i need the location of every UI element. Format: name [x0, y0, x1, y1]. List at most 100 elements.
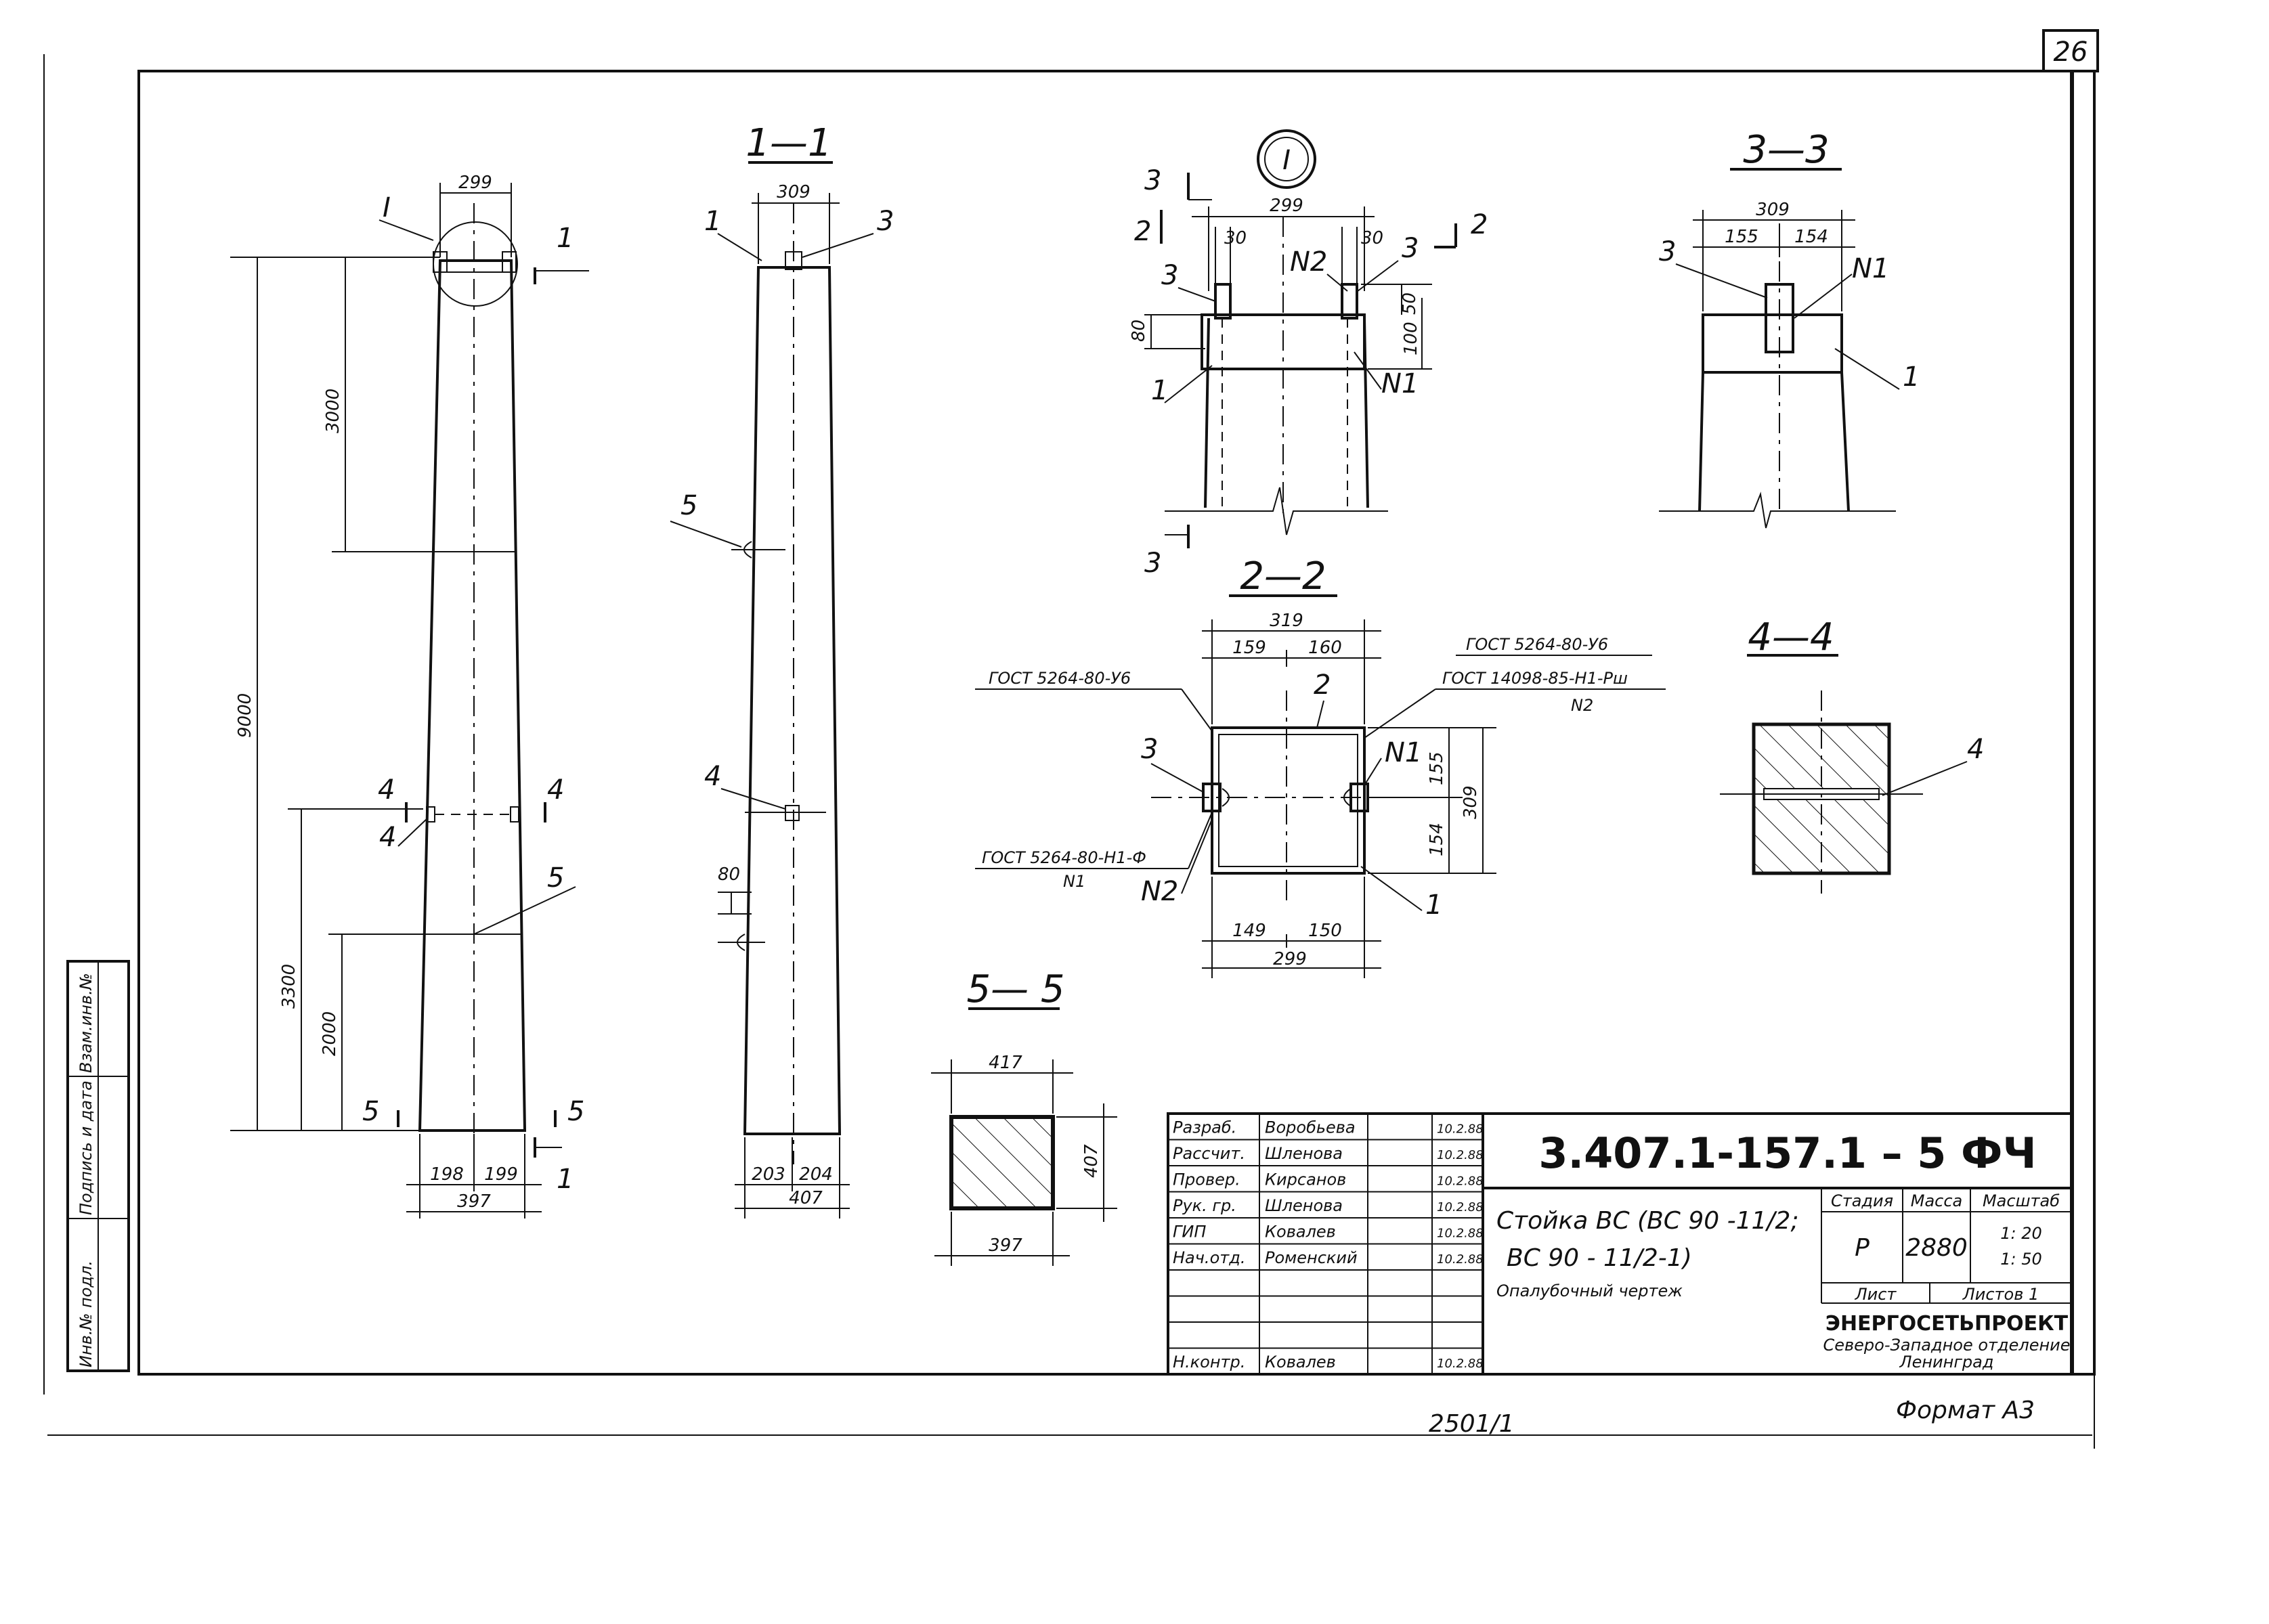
- title-block-person: Шленова: [1265, 1144, 1343, 1163]
- title-block-role: Нач.отд.: [1173, 1248, 1245, 1267]
- title-block-stage-header: Стадия: [1831, 1191, 1893, 1210]
- elev-section-1-top: 1: [557, 223, 574, 254]
- section-2-2-part-2: 2: [1314, 670, 1331, 701]
- section-2-2-top-right: 160: [1308, 638, 1342, 658]
- elev-part-5: 5: [547, 862, 564, 894]
- elev-top-width: 299: [458, 173, 492, 193]
- section-2-2-gost-left-top: ГОСТ 5264-80-У6: [989, 669, 1131, 688]
- title-block-person: Кирсанов: [1265, 1170, 1346, 1189]
- title-block-designation: 3.407.1-157.1 – 5 ФЧ: [1538, 1128, 2036, 1178]
- detail-I-dim-80: 80: [1129, 320, 1149, 342]
- detail-I-section-3-bottom: 3: [1144, 548, 1161, 579]
- section-4-4-part-4: 4: [1967, 734, 1984, 765]
- detail-callout-circle: [433, 221, 518, 307]
- title-block-org: ЭНЕРГОСЕТЬПРОЕКТ: [1825, 1312, 2069, 1336]
- elev-section-4-right: 4: [547, 774, 564, 806]
- detail-I: I 299 30 30 80 50 100: [1129, 129, 1488, 579]
- sheet-number: 26: [2054, 37, 2088, 68]
- section-3-3-title: 3—3: [1743, 128, 1829, 172]
- section-3-3: 3—3 309 155 154 3 N1 1: [1659, 128, 1920, 529]
- section-2-2-right-top: 155: [1427, 751, 1447, 785]
- detail-I-left-30: 30: [1224, 228, 1247, 248]
- section-3-3-part-1: 1: [1903, 361, 1920, 393]
- title-block-date: 10.2.88: [1437, 1227, 1484, 1241]
- detail-I-dim-50: 50: [1400, 292, 1420, 315]
- section-1-1-bottom-right: 204: [799, 1164, 833, 1185]
- elev-bottom-right: 199: [484, 1164, 518, 1185]
- title-block-role: Провер.: [1173, 1170, 1240, 1189]
- elevation-view: I 299 1 9000 3000 3300 2000 4 4 4: [230, 173, 589, 1219]
- side-stamp: Инв.№ подл. Подпись и дата Взам.инв.№: [66, 960, 130, 1372]
- elev-bottom-total: 397: [457, 1191, 491, 1212]
- section-2-2-right-bottom: 154: [1427, 822, 1447, 856]
- elev-section-4-left: 4: [378, 774, 395, 806]
- section-5-5-top: 417: [989, 1053, 1022, 1073]
- title-block-mass: 2880: [1905, 1234, 1968, 1262]
- section-2-2-top-width: 319: [1270, 611, 1303, 631]
- title-block-date: 10.2.88: [1437, 1200, 1484, 1214]
- elev-section-5-right: 5: [567, 1096, 584, 1127]
- section-2-2-top-left: 159: [1232, 638, 1266, 658]
- section-2-2-bottom-total: 299: [1273, 949, 1307, 969]
- section-2-2-n1: N1: [1385, 737, 1422, 768]
- section-2-2-bottom-right: 150: [1308, 921, 1342, 941]
- detail-I-part-3-right: 3: [1402, 233, 1419, 264]
- section-2-2: 2—2 319 159 160 149 150 299 155: [975, 554, 1666, 978]
- title-block-person: Воробьева: [1265, 1118, 1356, 1137]
- section-2-2-n2-right: N2: [1571, 696, 1593, 715]
- section-3-3-part-3: 3: [1659, 236, 1676, 267]
- detail-I-title: I: [1282, 145, 1291, 176]
- section-3-3-right: 154: [1794, 227, 1828, 247]
- title-block-date: 10.2.88: [1437, 1122, 1484, 1137]
- title-block-date: 10.2.88: [1437, 1252, 1484, 1267]
- section-4-4: 4—4 4: [1720, 615, 1984, 894]
- section-3-3-n1: N1: [1852, 253, 1889, 284]
- title-block-org-branch: Северо-Западное отделение: [1823, 1336, 2070, 1355]
- detail-I-n2: N2: [1290, 246, 1327, 278]
- title-block-role: Н.контр.: [1173, 1353, 1245, 1371]
- detail-I-section-3-top: 3: [1144, 165, 1161, 196]
- title-block-name-1: Стойка ВС (ВС 90 -11/2;: [1496, 1207, 1799, 1235]
- title-block-person: Ковалев: [1265, 1353, 1336, 1371]
- section-2-2-title: 2—2: [1240, 554, 1326, 598]
- section-2-2-gost-right-top: ГОСТ 5264-80-У6: [1466, 635, 1608, 654]
- section-2-2-bottom-left: 149: [1232, 921, 1266, 941]
- section-2-2-part-1: 1: [1425, 890, 1442, 921]
- section-2-2-right-total: 309: [1461, 785, 1481, 819]
- detail-I-section-2-right: 2: [1471, 209, 1488, 240]
- elev-section-1-bottom: 1: [557, 1164, 574, 1195]
- section-1-1-top-width: 309: [777, 182, 811, 202]
- stamp-signature-date: Подпись и дата: [77, 1080, 95, 1215]
- stamp-inv-podl: Инв.№ подл.: [77, 1260, 95, 1367]
- title-block-role: ГИП: [1173, 1223, 1206, 1242]
- title-block-scale-1: 1: 20: [2000, 1224, 2042, 1243]
- format-label: Формат А3: [1896, 1397, 2035, 1424]
- detail-I-part-1: 1: [1151, 375, 1168, 406]
- section-2-2-gost-left-bottom: ГОСТ 5264-80-Н1-Ф: [982, 848, 1146, 867]
- section-3-3-left: 155: [1725, 227, 1758, 247]
- section-5-5-bottom: 397: [989, 1235, 1022, 1256]
- title-block-role: Рук. гр.: [1173, 1196, 1236, 1215]
- section-3-3-width: 309: [1756, 200, 1790, 220]
- detail-I-n1: N1: [1381, 368, 1419, 399]
- section-5-5: 5— 5 417 407 397: [931, 967, 1117, 1266]
- title-block-scale-header: Масштаб: [1983, 1191, 2060, 1210]
- title-block-role: Разраб.: [1173, 1118, 1236, 1137]
- section-4-4-title: 4—4: [1748, 615, 1834, 659]
- elev-dim-9000: 9000: [235, 693, 255, 738]
- detail-I-right-30: 30: [1361, 228, 1383, 248]
- title-block-name-3: Опалубочный чертеж: [1496, 1281, 1683, 1300]
- section-2-2-n2: N2: [1141, 876, 1178, 907]
- detail-callout-label: I: [383, 192, 391, 223]
- section-1-1-title: 1—1: [745, 121, 831, 165]
- elev-dim-3000: 3000: [323, 389, 343, 433]
- title-block-stage: Р: [1855, 1234, 1870, 1262]
- title-block-sheet-label: Лист: [1855, 1285, 1897, 1304]
- detail-I-width: 299: [1270, 196, 1303, 216]
- section-1-1-bottom-left: 203: [752, 1164, 785, 1185]
- title-block-date: 10.2.88: [1437, 1175, 1484, 1189]
- title-block-role: Рассчит.: [1173, 1144, 1245, 1163]
- bottom-number: 2501/1: [1429, 1410, 1515, 1438]
- detail-I-section-2-left: 2: [1134, 216, 1151, 247]
